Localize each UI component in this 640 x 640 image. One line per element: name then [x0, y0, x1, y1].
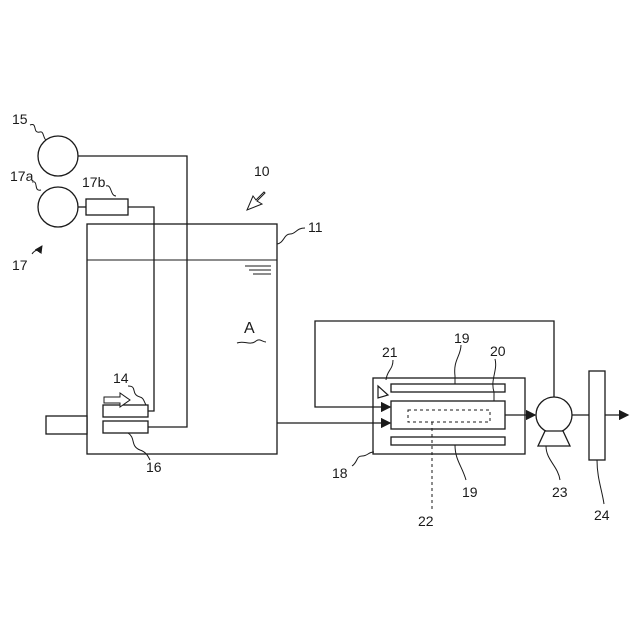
label-24: 24: [594, 507, 610, 523]
leader-20: [493, 359, 496, 401]
leader-21: [386, 360, 393, 380]
line-17b-to-inlet14: [128, 207, 154, 411]
leader-17: [32, 246, 42, 254]
leader-19-bottom: [455, 445, 466, 480]
label-14: 14: [113, 370, 129, 386]
leader-A: [237, 340, 266, 343]
label-17: 17: [12, 257, 28, 273]
leader-24: [597, 460, 604, 504]
diffuser-16: [103, 421, 148, 433]
leader-23: [546, 446, 560, 480]
leader-15: [30, 125, 46, 140]
device-17b: [86, 199, 128, 215]
label-17a: 17a: [10, 168, 34, 184]
label-22: 22: [418, 513, 434, 529]
label-17b: 17b: [82, 174, 106, 190]
label-15: 15: [12, 111, 28, 127]
plate-19-top: [391, 384, 505, 392]
label-18: 18: [332, 465, 348, 481]
leader-11: [277, 228, 305, 244]
label-19-top: 19: [454, 330, 470, 346]
tank-outlet-stub: [46, 416, 87, 434]
label-21: 21: [382, 344, 398, 360]
pump-23-base: [538, 431, 570, 446]
plate-19-bottom: [391, 437, 505, 445]
nozzle-21: [378, 386, 388, 398]
leader-18: [352, 452, 374, 466]
label-11: 11: [308, 219, 323, 235]
inlet-14: [103, 405, 148, 417]
line-pump15-to-diffuser16: [78, 156, 187, 427]
liquid-surface-marks: [245, 266, 271, 274]
tank: [87, 224, 277, 454]
hollow-arrow-10: [247, 192, 265, 210]
pump-23: [536, 397, 572, 433]
leader-17b: [106, 186, 116, 196]
pump-15: [38, 136, 78, 176]
label-20: 20: [490, 343, 506, 359]
leader-16: [128, 433, 150, 460]
leader-14: [128, 386, 146, 405]
label-16: 16: [146, 459, 162, 475]
label-23: 23: [552, 484, 568, 500]
label-A: A: [244, 320, 255, 337]
recirculation-line: [315, 321, 554, 407]
label-19-bottom: 19: [462, 484, 478, 500]
pump-17a: [38, 187, 78, 227]
label-10: 10: [254, 163, 270, 179]
filter-24: [589, 371, 605, 460]
